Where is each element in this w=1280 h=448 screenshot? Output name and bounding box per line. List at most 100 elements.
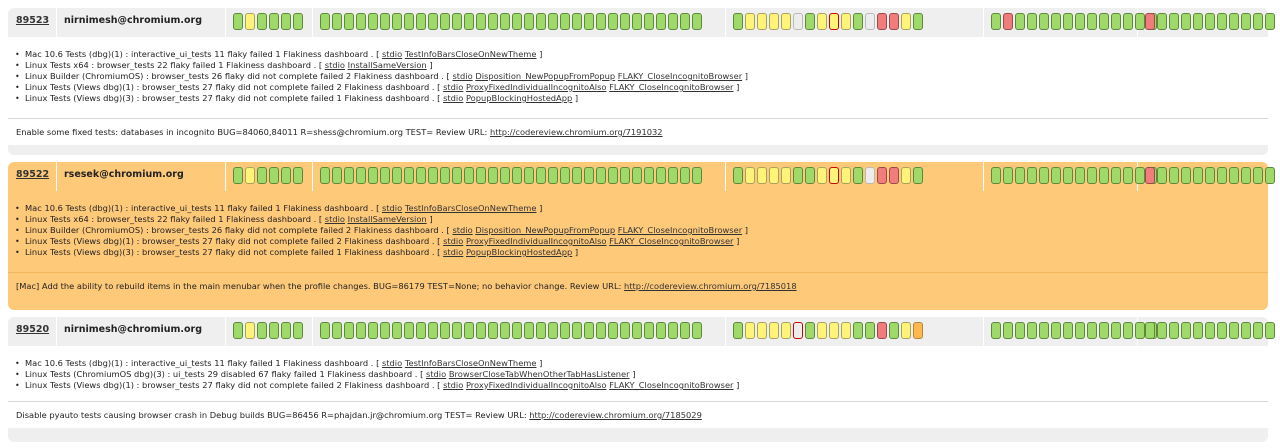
- build-status-box-green[interactable]: [281, 13, 291, 30]
- build-status-box-green[interactable]: [512, 13, 522, 30]
- build-status-box-yellow[interactable]: [781, 167, 791, 184]
- build-status-box-green[interactable]: [1253, 167, 1263, 184]
- build-status-box-green[interactable]: [1265, 167, 1275, 184]
- build-status-box-green[interactable]: [1135, 13, 1145, 30]
- build-status-box-green[interactable]: [1099, 13, 1109, 30]
- build-status-box-green[interactable]: [1015, 167, 1025, 184]
- stdio-link[interactable]: stdio: [452, 225, 473, 235]
- test-name-link[interactable]: FLAKY_CloseIncognitoBrowser: [609, 236, 734, 246]
- build-status-box-yellow[interactable]: [757, 322, 767, 339]
- build-status-box-yellow[interactable]: [781, 13, 791, 30]
- build-status-box-green[interactable]: [805, 322, 815, 339]
- stdio-link[interactable]: stdio: [324, 214, 345, 224]
- build-status-box-green[interactable]: [320, 322, 330, 339]
- build-status-box-green[interactable]: [584, 13, 594, 30]
- build-status-box-green[interactable]: [1075, 322, 1085, 339]
- build-status-box-green[interactable]: [1075, 13, 1085, 30]
- build-status-box-green[interactable]: [452, 322, 462, 339]
- build-status-box-green[interactable]: [233, 13, 243, 30]
- build-status-box-white[interactable]: [865, 167, 875, 184]
- build-status-box-yellow[interactable]: [901, 322, 911, 339]
- stdio-link[interactable]: stdio: [425, 369, 447, 379]
- build-status-box-green[interactable]: [440, 167, 450, 184]
- build-status-box-green[interactable]: [644, 167, 654, 184]
- build-status-box-green[interactable]: [320, 13, 330, 30]
- build-status-box-green[interactable]: [668, 13, 678, 30]
- build-status-box-green[interactable]: [356, 322, 366, 339]
- build-status-box-green[interactable]: [632, 167, 642, 184]
- build-status-box-green[interactable]: [560, 322, 570, 339]
- build-status-box-green[interactable]: [584, 322, 594, 339]
- build-status-box-green[interactable]: [488, 322, 498, 339]
- build-status-box-white[interactable]: [793, 13, 803, 30]
- build-status-box-white-redborder[interactable]: [793, 322, 803, 339]
- build-status-box-green[interactable]: [476, 13, 486, 30]
- review-url-link[interactable]: http://codereview.chromium.org/7185018: [624, 281, 797, 291]
- build-status-box-green[interactable]: [1027, 322, 1037, 339]
- build-status-box-green[interactable]: [805, 167, 815, 184]
- build-status-box-green[interactable]: [680, 322, 690, 339]
- build-status-box-yellow[interactable]: [841, 167, 851, 184]
- review-url-link[interactable]: http://codereview.chromium.org/7191032: [489, 127, 663, 137]
- build-status-box-green[interactable]: [656, 167, 666, 184]
- build-status-box-green[interactable]: [991, 167, 1001, 184]
- build-status-box-green[interactable]: [392, 13, 402, 30]
- build-status-box-green[interactable]: [320, 167, 330, 184]
- test-name-link[interactable]: TestInfoBarsCloseOnNewTheme: [404, 203, 537, 213]
- build-status-box-green[interactable]: [1217, 167, 1227, 184]
- build-status-box-green[interactable]: [404, 322, 414, 339]
- build-status-box-green[interactable]: [853, 167, 863, 184]
- build-status-box-green[interactable]: [793, 167, 803, 184]
- build-status-box-yellow[interactable]: [245, 322, 255, 339]
- build-status-box-green[interactable]: [1027, 13, 1037, 30]
- test-name-link[interactable]: FLAKY_CloseIncognitoBrowser: [609, 380, 734, 390]
- build-status-box-green[interactable]: [1111, 167, 1121, 184]
- build-status-box-green[interactable]: [692, 167, 702, 184]
- build-status-box-green[interactable]: [620, 322, 630, 339]
- build-status-box-green[interactable]: [1111, 13, 1121, 30]
- build-status-box-green[interactable]: [344, 322, 354, 339]
- build-status-box-green[interactable]: [1063, 13, 1073, 30]
- build-status-box-green[interactable]: [488, 13, 498, 30]
- build-status-box-green[interactable]: [572, 322, 582, 339]
- build-status-box-yellow[interactable]: [841, 322, 851, 339]
- build-status-box-green[interactable]: [680, 167, 690, 184]
- build-status-box-yellow[interactable]: [901, 167, 911, 184]
- review-url-link[interactable]: http://codereview.chromium.org/7185029: [529, 410, 702, 420]
- build-status-box-green[interactable]: [805, 13, 815, 30]
- build-status-box-green[interactable]: [680, 13, 690, 30]
- build-status-box-green[interactable]: [1039, 13, 1049, 30]
- build-status-box-green[interactable]: [1051, 167, 1061, 184]
- build-status-box-green[interactable]: [1003, 167, 1013, 184]
- build-status-box-green[interactable]: [620, 167, 630, 184]
- test-name-link[interactable]: Disposition_NewPopupFromPopup: [475, 225, 616, 235]
- build-status-box-green[interactable]: [392, 167, 402, 184]
- build-status-box-green[interactable]: [1241, 13, 1251, 30]
- build-status-box-green[interactable]: [476, 167, 486, 184]
- build-status-box-green[interactable]: [1157, 13, 1167, 30]
- build-status-box-green[interactable]: [1075, 167, 1085, 184]
- build-status-box-green[interactable]: [368, 13, 378, 30]
- build-status-box-yellow-redborder[interactable]: [829, 167, 839, 184]
- build-status-box-green[interactable]: [332, 322, 342, 339]
- build-status-box-yellow[interactable]: [769, 322, 779, 339]
- build-status-box-green[interactable]: [560, 13, 570, 30]
- revision-number-link[interactable]: 89520: [16, 324, 50, 335]
- build-status-box-green[interactable]: [500, 13, 510, 30]
- build-status-box-green[interactable]: [853, 322, 863, 339]
- build-status-box-green[interactable]: [416, 13, 426, 30]
- build-status-box-green[interactable]: [733, 13, 743, 30]
- build-status-box-yellow[interactable]: [245, 167, 255, 184]
- build-status-box-yellow-redborder[interactable]: [829, 13, 839, 30]
- build-status-box-green[interactable]: [1135, 167, 1145, 184]
- stdio-link[interactable]: stdio: [443, 380, 464, 390]
- build-status-box-green[interactable]: [853, 13, 863, 30]
- build-status-box-green[interactable]: [452, 13, 462, 30]
- build-status-box-green[interactable]: [1229, 13, 1239, 30]
- build-status-box-green[interactable]: [991, 13, 1001, 30]
- build-status-box-green[interactable]: [1181, 13, 1191, 30]
- build-status-box-green[interactable]: [733, 167, 743, 184]
- build-status-box-green[interactable]: [368, 167, 378, 184]
- build-status-box-green[interactable]: [380, 13, 390, 30]
- build-status-box-green[interactable]: [548, 167, 558, 184]
